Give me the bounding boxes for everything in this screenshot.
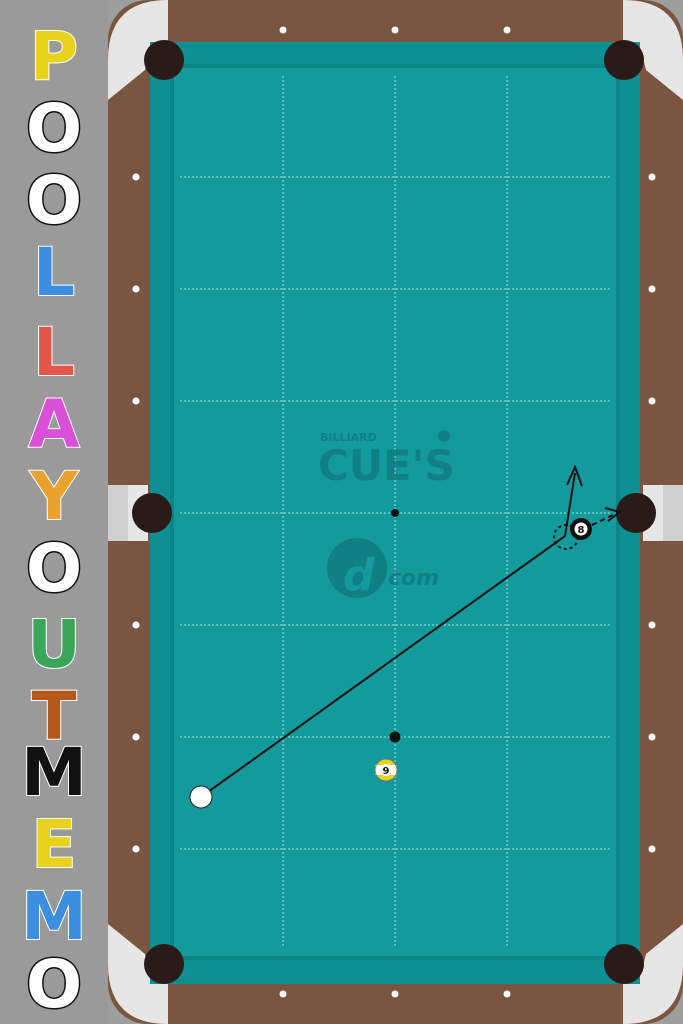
foot-spot	[389, 731, 401, 743]
title-letter: L	[32, 314, 76, 391]
watermark-com: com	[388, 566, 439, 591]
watermark-billiard: BILLIARD	[320, 431, 377, 444]
corner-plate-bl	[108, 924, 168, 1024]
pocket-bottom-right	[604, 944, 644, 984]
nine-ball-label: 9	[383, 766, 390, 777]
title-letter: P	[29, 18, 79, 95]
watermark-d-logo	[327, 538, 387, 598]
title-letter: Y	[29, 458, 79, 535]
corner-plate-br	[623, 924, 683, 1024]
corner-plate-tl	[108, 0, 168, 100]
title-letter: T	[30, 678, 77, 755]
pockets	[132, 40, 656, 984]
title-letter: M	[20, 878, 88, 955]
nine-ball[interactable]: 9	[374, 758, 398, 782]
title-letter: O	[24, 530, 83, 607]
watermark-cues: CUE'S	[318, 441, 455, 490]
rail-diamonds	[132, 26, 656, 998]
title-letter: M	[20, 734, 88, 811]
title-letter: O	[24, 946, 83, 1023]
pocket-top-right	[604, 40, 644, 80]
watermark-logo: BILLIARD CUE'S d com	[318, 430, 455, 601]
pocket-top-left	[144, 40, 184, 80]
title-letter: L	[32, 234, 76, 311]
title-letter: U	[26, 606, 82, 683]
pocket-bottom-left	[144, 944, 184, 984]
title-letter: A	[27, 386, 80, 463]
pocket-middle-left	[132, 493, 172, 533]
cue-ball[interactable]	[189, 785, 213, 809]
title-letter: O	[24, 162, 83, 239]
title-letter: O	[24, 90, 83, 167]
shot-path	[200, 464, 623, 798]
title-letter: E	[30, 806, 77, 883]
eight-ball[interactable]: 8	[570, 518, 592, 540]
pocket-middle-right	[616, 493, 656, 533]
eight-ball-label: 8	[578, 525, 585, 536]
corner-plate-tr	[623, 0, 683, 100]
watermark-d-letter: d	[343, 550, 375, 601]
center-spot	[391, 509, 399, 517]
